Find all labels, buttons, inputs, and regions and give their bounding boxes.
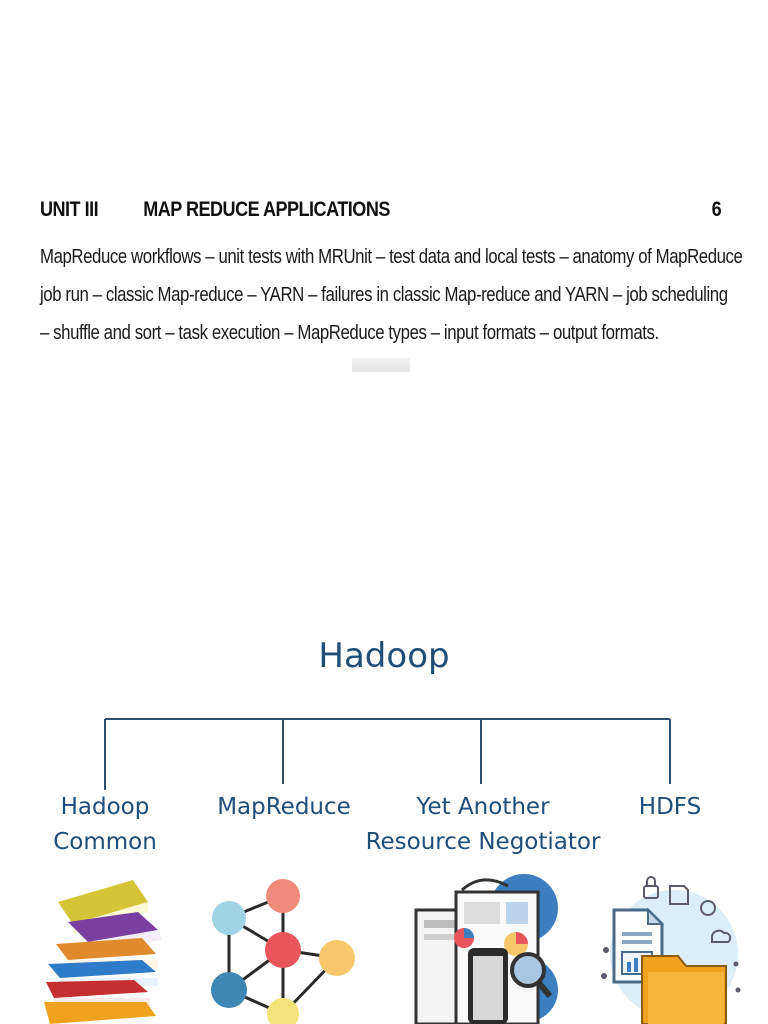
scan-smudge	[352, 358, 410, 372]
component-label-line: Yet Another	[416, 794, 550, 820]
syllabus-text: MapReduce workflows – unit tests with MR…	[40, 238, 743, 352]
component-hadoop-common: Hadoop Common	[30, 790, 180, 860]
unit-heading: UNIT III MAP REDUCE APPLICATIONS 6	[40, 198, 722, 228]
files-folder-icon	[601, 876, 741, 1024]
component-yarn: Yet Another Resource Negotiator	[360, 790, 606, 860]
component-label-line: HDFS	[638, 794, 702, 820]
component-label-line: Common	[53, 829, 157, 855]
unit-title: MAP REDUCE APPLICATIONS	[143, 198, 390, 221]
component-label-line: MapReduce	[217, 794, 351, 820]
diagram-root-title: Hadoop	[318, 636, 450, 676]
component-label-line: Hadoop	[60, 794, 150, 820]
syllabus-line: job run – classic Map-reduce – YARN – fa…	[40, 284, 728, 306]
component-label-line: Resource Negotiator	[365, 829, 601, 855]
unit-number: UNIT III	[40, 198, 99, 221]
syllabus-line: MapReduce workflows – unit tests with MR…	[40, 246, 743, 268]
component-mapreduce: MapReduce	[200, 790, 368, 825]
resource-icon	[414, 874, 558, 1024]
syllabus-line: – shuffle and sort – task execution – Ma…	[40, 322, 659, 344]
network-icon	[211, 879, 355, 1024]
unit-hours: 6	[711, 198, 722, 221]
books-icon	[44, 880, 162, 1024]
component-hdfs: HDFS	[610, 790, 730, 825]
